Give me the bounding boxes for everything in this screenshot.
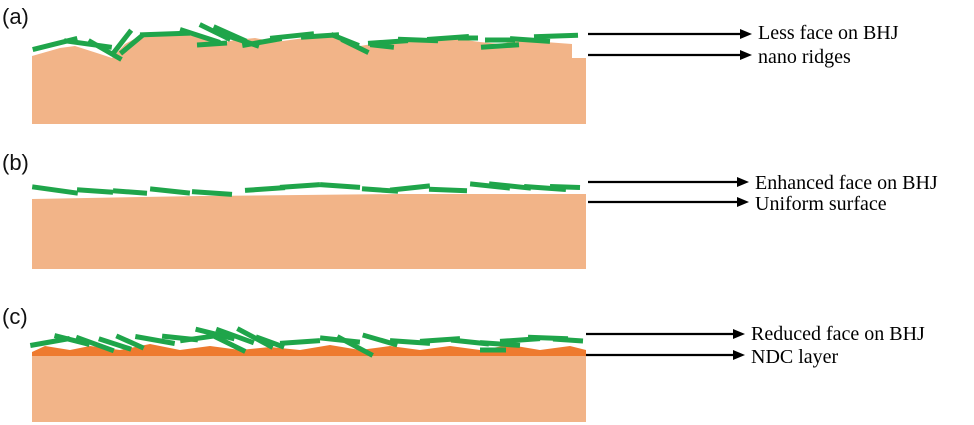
annotation-less-face-on-bhj: Less face on BHJ [758,22,899,44]
arrow-face-c-head [733,329,745,339]
crystal-platelet-c [115,333,145,351]
crystal-platelet-c [362,332,398,348]
crystal-platelet-b [149,186,191,196]
crystal-platelet-a [369,42,395,50]
crystal-platelet-c [194,326,236,342]
crystal-platelet-c [98,336,132,352]
crystal-platelet-c [53,333,91,347]
crystal-platelet-c [552,336,584,344]
arrow-ridges-a-head [740,50,752,60]
crystal-platelet-b [244,185,286,193]
annotation-ndc-layer: NDC layer [751,346,839,368]
crystal-platelet-a [110,28,134,56]
annotation-enhanced-face-on-bhj: Enhanced face on BHJ [755,172,938,194]
crystal-platelet-b [76,187,114,195]
crystal-platelet-a [179,27,221,45]
crystal-platelet-c [479,340,521,348]
arrow-face-b-head [737,177,749,187]
annotation-nano-ridges: nano ridges [758,46,851,68]
arrow-face-a-head [740,29,752,39]
crystal-platelet-b [428,186,468,194]
crystal-platelet-c [75,334,115,354]
crystal-platelet-b [319,182,361,190]
crystal-platelet-a [340,37,370,55]
crystal-platelet-a [533,32,579,40]
substrate-top-edge [32,194,586,201]
substrate-uniform [32,199,586,269]
crystal-platelet-a [118,32,146,56]
crystal-platelet-b [549,184,581,190]
crystal-platelet-a [480,42,520,50]
crystal-platelet-a [63,38,113,50]
crystal-platelet-c [134,334,176,346]
panel-b-label: (b) [2,150,29,175]
crystal-platelet-b [488,181,532,191]
ndc-layer [32,344,586,356]
crystal-platelet-c [213,334,247,354]
substrate-rough [32,34,586,124]
crystal-platelet-a [139,30,191,38]
panel-c-label: (c) [2,304,28,329]
crystal-platelet-c [255,334,285,350]
crystal-platelet-c [236,326,274,350]
panel-a-label: (a) [2,4,29,29]
crystal-platelet-a [196,40,228,48]
crystal-platelet-b [191,189,233,197]
crystal-platelet-b [279,182,321,190]
crystal-platelet-a [87,38,123,62]
annotation-uniform-surface: Uniform surface [755,193,887,215]
crystal-platelet-b [112,188,148,196]
crystal-platelet-b [31,184,79,196]
arrow-ndc-c-head [733,350,745,360]
crystal-platelet-c [336,334,374,358]
crystal-platelet-c [179,332,221,344]
crystal-platelet-a [509,36,551,44]
crystal-platelet-c [215,326,255,346]
annotation-reduced-face-on-bhj: Reduced face on BHJ [751,323,925,345]
crystal-platelet-c [279,338,321,346]
substrate-base [32,352,586,422]
arrow-surface-b-head [737,197,749,207]
crystal-platelet-b [389,183,431,193]
